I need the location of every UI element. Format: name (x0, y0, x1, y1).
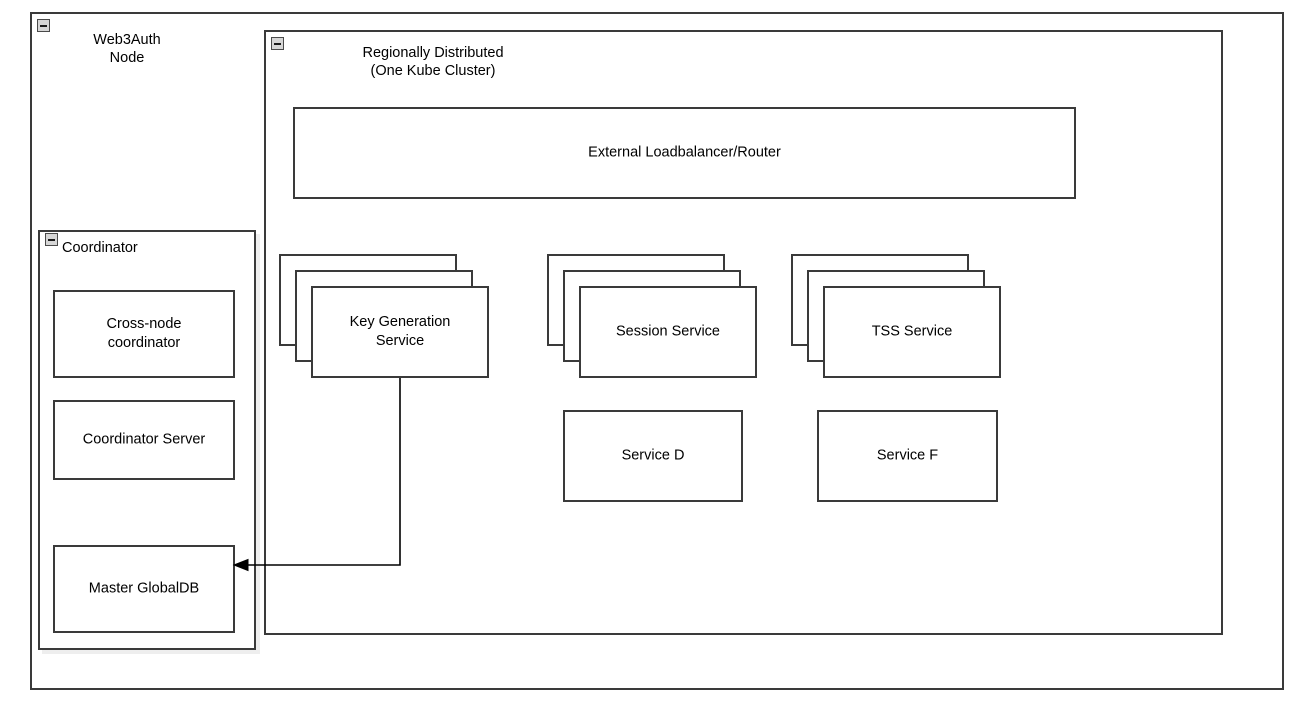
service-d-label: Service D (621, 447, 685, 464)
session-service-label: Session Service (616, 323, 720, 340)
service-f-label: Service F (876, 447, 939, 464)
external-loadbalancer-router-label: External Loadbalancer/Router (588, 144, 781, 161)
cross-node-coordinator-box[interactable]: Cross-node coordinator (53, 290, 235, 378)
session-service-stack[interactable]: Session Service (547, 254, 757, 378)
service-f-box[interactable]: Service F (817, 410, 998, 502)
tss-service-card-front[interactable]: TSS Service (823, 286, 1001, 378)
collapse-minus-icon-web3auth-node[interactable] (37, 19, 50, 32)
collapse-minus-icon-kube-cluster[interactable] (271, 37, 284, 50)
kube-cluster-label: Regionally Distributed (One Kube Cluster… (362, 45, 504, 79)
service-d-box[interactable]: Service D (563, 410, 743, 502)
key-generation-service-stack[interactable]: Key Generation Service (279, 254, 489, 378)
tss-service-stack[interactable]: TSS Service (791, 254, 1001, 378)
session-service-card-front[interactable]: Session Service (579, 286, 757, 378)
coordinator-server-box[interactable]: Coordinator Server (53, 400, 235, 480)
key-generation-service-card-front[interactable]: Key Generation Service (311, 286, 489, 378)
external-loadbalancer-router-box[interactable]: External Loadbalancer/Router (293, 107, 1076, 199)
collapse-minus-icon-coordinator[interactable] (45, 233, 58, 246)
cross-node-coordinator-label: Cross-node coordinator (106, 316, 182, 351)
master-globaldb-box[interactable]: Master GlobalDB (53, 545, 235, 633)
key-generation-service-label: Key Generation Service (349, 314, 451, 349)
web3auth-node-label: Web3Auth Node (93, 32, 161, 66)
coordinator-server-label: Coordinator Server (82, 431, 206, 448)
coordinator-label: Coordinator (62, 240, 138, 256)
master-globaldb-label: Master GlobalDB (88, 580, 200, 597)
tss-service-label: TSS Service (871, 323, 953, 340)
